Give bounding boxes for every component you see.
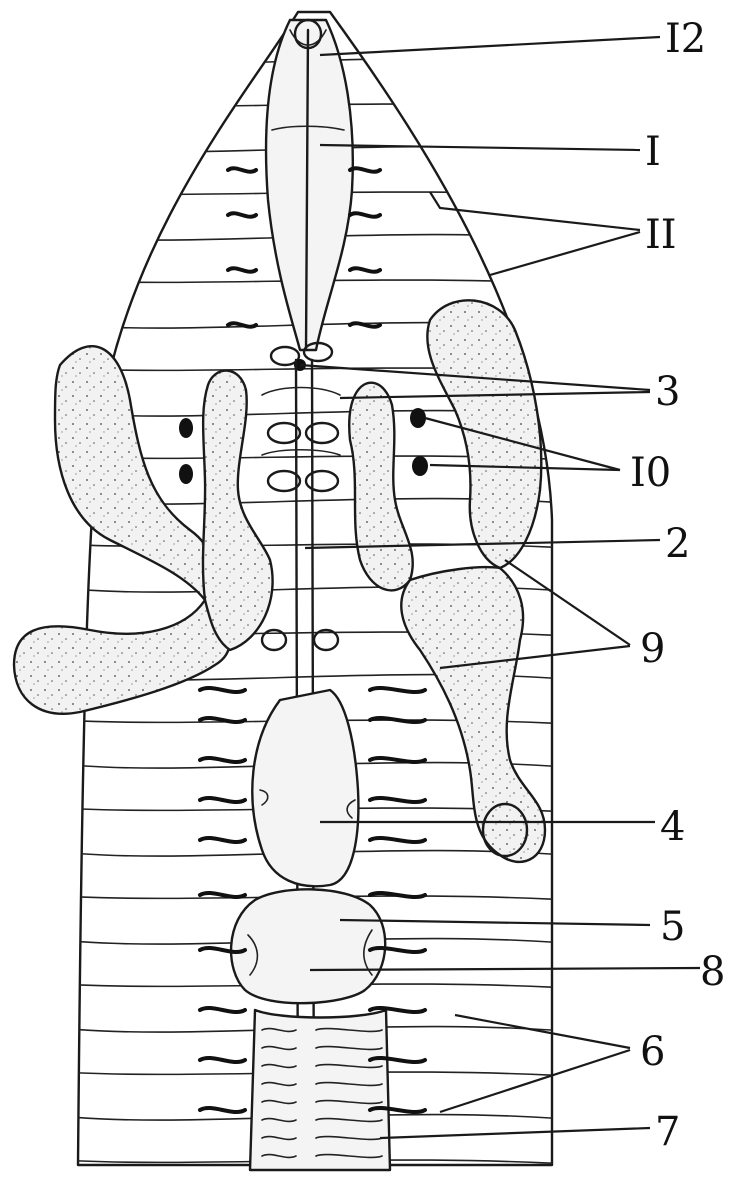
nephridium — [200, 798, 245, 802]
label-4: 4 — [660, 804, 685, 850]
nephridium — [200, 1008, 245, 1012]
nephridium — [350, 213, 380, 216]
nephridium — [370, 798, 425, 802]
nephridium — [370, 718, 425, 722]
label-6: 6 — [640, 1029, 665, 1075]
gizzard — [231, 889, 385, 1003]
pseudohearts — [262, 388, 340, 651]
label-9: 9 — [640, 626, 665, 672]
segment-line — [60, 323, 600, 330]
nephridium — [200, 688, 245, 692]
labels: I2 I II 3 I0 2 9 4 5 8 6 7 — [630, 16, 725, 1155]
nephridium — [200, 838, 245, 842]
label-11: II — [645, 212, 677, 258]
label-10: I0 — [630, 450, 671, 496]
label-1: I — [645, 129, 661, 175]
label-12: I2 — [665, 16, 706, 62]
label-8: 8 — [700, 949, 725, 995]
nephridium — [228, 168, 256, 171]
nephridium — [228, 213, 256, 216]
label-7: 7 — [655, 1109, 680, 1155]
label-5: 5 — [660, 904, 685, 950]
nephridium — [200, 1108, 245, 1112]
intestine — [250, 1010, 390, 1170]
nephridium — [200, 893, 245, 897]
nephridium — [370, 758, 425, 762]
nephridium — [200, 1058, 245, 1062]
nephridium — [228, 268, 256, 271]
label-3: 3 — [655, 369, 680, 415]
nephridium — [370, 688, 425, 692]
label-2: 2 — [665, 521, 690, 567]
crop — [252, 690, 358, 886]
pharynx — [266, 20, 353, 350]
nephridium — [200, 758, 245, 762]
nephridium — [350, 268, 380, 271]
nephridium — [350, 168, 380, 171]
nephridium — [370, 838, 425, 842]
